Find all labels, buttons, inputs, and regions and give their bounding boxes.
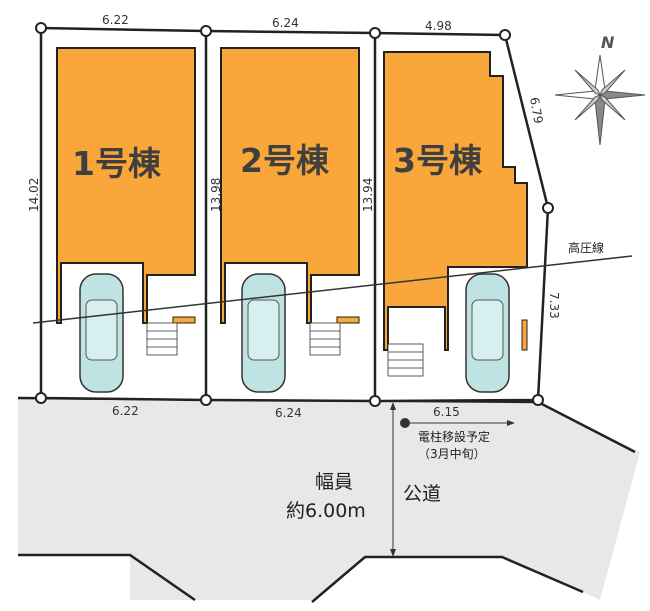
building-3-label: 3号棟	[393, 141, 483, 180]
road-type-label: 公道	[403, 483, 441, 505]
dim-top-3: 4.98	[425, 19, 452, 33]
dim-bottom-3: 6.15	[433, 405, 460, 419]
dim-left-2: 13.98	[209, 178, 223, 212]
meter-box-3	[521, 319, 528, 351]
dim-top-2: 6.24	[272, 16, 299, 30]
stairs-1	[146, 322, 178, 356]
road-area	[18, 398, 640, 600]
power-line-label: 高圧線	[568, 240, 604, 255]
building-1	[56, 47, 196, 324]
dim-right-1: 6.79	[527, 96, 545, 125]
compass-label: N	[601, 33, 615, 52]
stairs-3	[387, 343, 424, 377]
car-3	[465, 273, 510, 393]
dim-top-1: 6.22	[102, 13, 129, 27]
boundary-markers	[35, 22, 554, 407]
pole-note-line2: （3月中旬）	[418, 446, 486, 461]
dim-bottom-2: 6.24	[275, 406, 302, 420]
road-edge-bottom-right	[311, 555, 584, 603]
stairs-2	[309, 322, 341, 356]
pole-note-line1: 電柱移設予定	[418, 429, 490, 444]
car-2	[241, 273, 286, 393]
dim-left-1: 14.02	[27, 178, 41, 212]
utility-pole-icon	[400, 418, 410, 428]
road-width-label: 幅員	[315, 471, 353, 493]
building-2	[220, 47, 360, 324]
road-width-arrowhead-bottom	[390, 549, 396, 557]
building-1-label: 1号棟	[72, 144, 162, 183]
car-1	[79, 273, 124, 393]
road-width-arrowhead-top	[390, 402, 396, 410]
building-2-label: 2号棟	[240, 141, 330, 180]
compass-icon	[554, 54, 646, 146]
dim-right-2: 7.33	[547, 292, 561, 319]
meter-box-2	[336, 316, 360, 324]
dim-bottom-1: 6.22	[112, 404, 139, 418]
dim-left-3: 13.94	[361, 178, 375, 212]
road-edge-bottom	[18, 553, 196, 602]
pole-move-arrowhead	[507, 420, 515, 426]
road-width-value: 約6.00m	[286, 500, 366, 522]
power-line	[32, 255, 633, 324]
meter-box-1	[172, 316, 196, 324]
